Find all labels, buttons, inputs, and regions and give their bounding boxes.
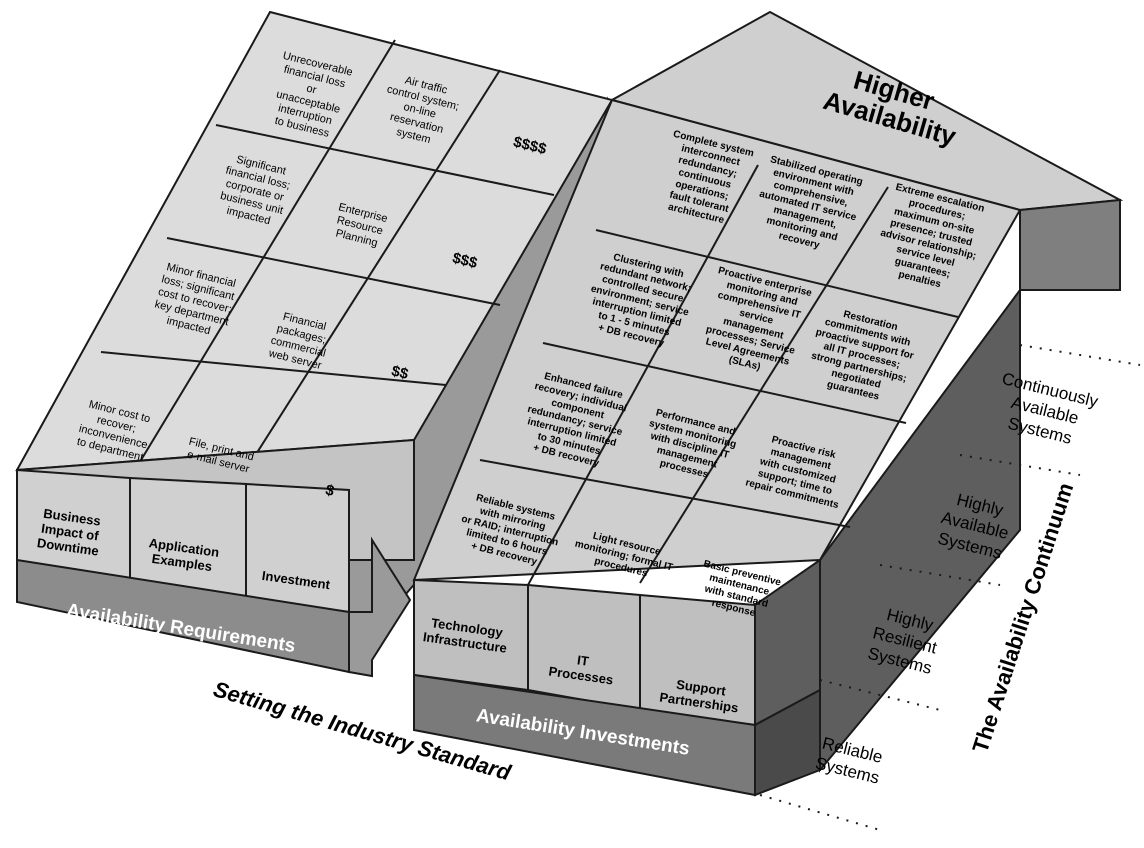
right-col-2-face xyxy=(527,583,641,712)
investment-cell-r1-c1: Complete systeminterconnectredundancy;co… xyxy=(655,129,756,230)
requirement-cell-r3-c3: $$ xyxy=(390,362,411,383)
investment-column-label-3-line: Support xyxy=(675,677,727,699)
investment-cell-r3-c1: Enhanced failurerecovery; individualcomp… xyxy=(518,369,633,473)
continuum-level-4: ReliableSystems xyxy=(813,733,886,788)
requirement-cell-r1-c1: Unrecoverablefinancial lossorunacceptabl… xyxy=(266,50,354,142)
requirement-cell-r2-c3: $$$ xyxy=(451,249,480,272)
continuum-leaders xyxy=(759,344,1141,831)
left-top-grid xyxy=(100,39,555,471)
right-band-side xyxy=(754,688,821,797)
roof-side xyxy=(1019,198,1121,291)
requirement-cell-r2-c3-line: $$$ xyxy=(451,249,480,272)
investment-cell-r2-c1: Clustering withredundant network;control… xyxy=(581,249,699,354)
requirement-cell-r1-c1-line: or xyxy=(305,83,318,97)
requirement-column-label-1: BusinessImpact ofDowntime xyxy=(36,505,104,558)
left-col-3-face xyxy=(245,482,350,614)
investment-cell-r4-c1: Reliable systemswith mirroringor RAID; i… xyxy=(454,490,565,571)
requirement-cell-r2-c1: Significantfinancial loss;corporate orbu… xyxy=(215,152,295,230)
right-top-grid xyxy=(479,164,959,586)
transition-arrow xyxy=(348,536,412,678)
requirement-cell-r3-c3-line: $$ xyxy=(390,362,411,383)
investment-column-label-2-line: IT xyxy=(576,652,590,668)
investment-cell-r3-c2: Performance andsystem monitoringwith dis… xyxy=(639,407,740,486)
